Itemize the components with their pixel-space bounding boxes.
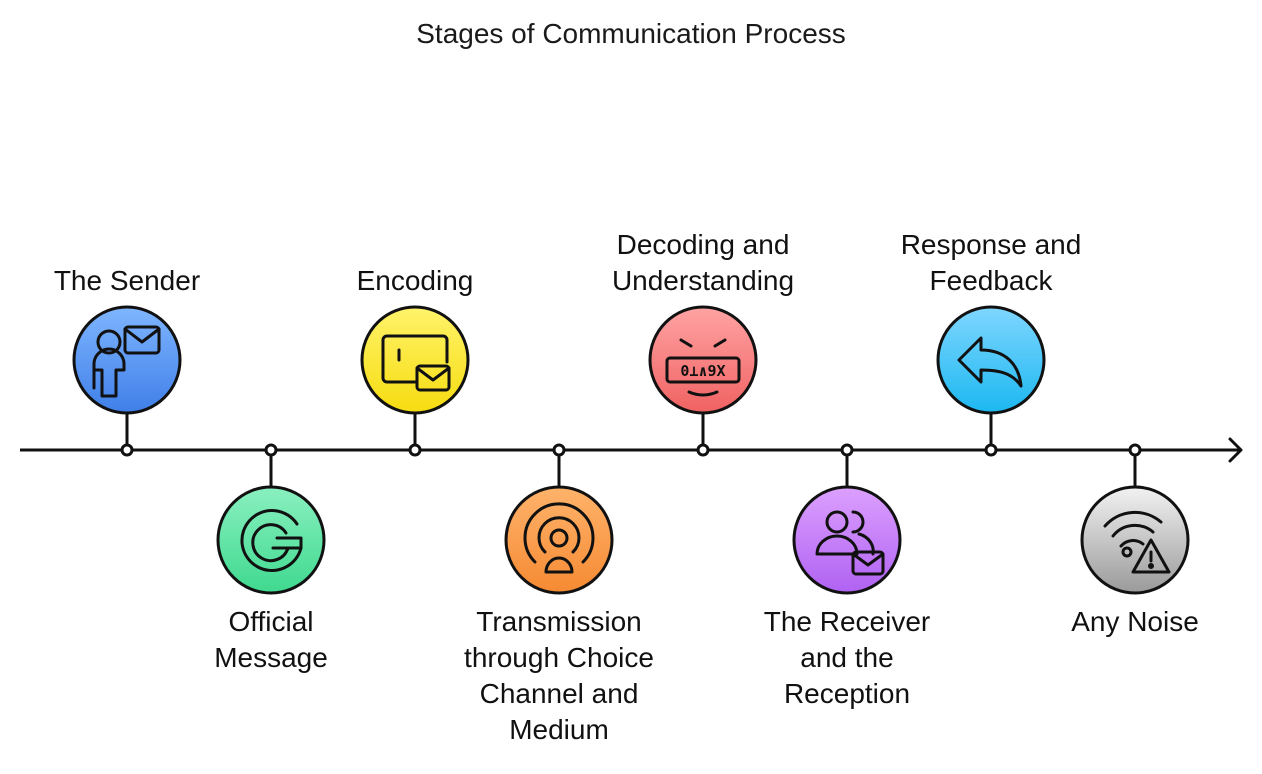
- stage-label-line: The Sender: [53, 265, 201, 296]
- timeline-dot: [840, 443, 854, 457]
- stage-label-1: The Sender: [7, 263, 247, 299]
- stage-node-8: [1080, 443, 1190, 595]
- stage-node-4: [504, 443, 614, 595]
- stage-label-line: Channel and: [479, 678, 639, 709]
- stage-label-line: Response and: [900, 229, 1082, 260]
- stage-circle: [72, 305, 182, 415]
- sender-message-icon: [92, 325, 161, 398]
- stage-label-line: Medium: [509, 714, 609, 745]
- stage-label-line: Reception: [783, 678, 911, 709]
- stage-label-line: and the: [800, 642, 894, 673]
- stage-label-line: Understanding: [611, 265, 795, 296]
- timeline-dot: [552, 443, 566, 457]
- stage-circle: [216, 485, 326, 595]
- stage-label-8: Any Noise: [1015, 604, 1255, 640]
- receiver-users-icon: [815, 510, 885, 576]
- stage-label-line: Transmission: [476, 606, 642, 637]
- stage-circle: [504, 485, 614, 595]
- stage-label-line: through Choice: [464, 642, 654, 673]
- decoding-face-icon: 0⊥∧9X: [665, 338, 741, 397]
- stage-circle: [360, 305, 470, 415]
- decoding-code-text: 0⊥∧9X: [680, 362, 725, 380]
- timeline-dot: [1128, 443, 1142, 457]
- stage-node-2: [216, 443, 326, 595]
- stage-label-line: Message: [214, 642, 328, 673]
- timeline-dot: [408, 443, 422, 457]
- stage-node-6: [792, 443, 902, 595]
- timeline-dot: [984, 443, 998, 457]
- stage-label-3: Encoding: [295, 263, 535, 299]
- wifi-warning-icon: [1103, 510, 1171, 574]
- timeline-arrowhead: [1228, 437, 1243, 463]
- stage-label-line: The Receiver: [763, 606, 931, 637]
- stage-node-3: [360, 305, 470, 457]
- g-letter-icon: [240, 509, 303, 572]
- stage-node-7: [936, 305, 1046, 457]
- reply-arrow-icon: [957, 336, 1023, 388]
- timeline-dot: [120, 443, 134, 457]
- stage-circle: [936, 305, 1046, 415]
- stage-label-line: Feedback: [929, 265, 1053, 296]
- timeline-dot: [696, 443, 710, 457]
- stage-label-line: Encoding: [356, 265, 474, 296]
- stage-label-line: Any Noise: [1071, 606, 1199, 637]
- stage-node-5: 0⊥∧9X: [648, 305, 758, 457]
- encoding-window-icon: [381, 334, 451, 392]
- timeline-dot: [264, 443, 278, 457]
- broadcast-person-icon: [523, 502, 595, 574]
- stage-node-1: [72, 305, 182, 457]
- diagram-title: Stages of Communication Process: [416, 18, 846, 49]
- stage-label-line: Official: [228, 606, 314, 637]
- stage-circle: [648, 305, 758, 415]
- stage-label-line: Decoding and: [616, 229, 790, 260]
